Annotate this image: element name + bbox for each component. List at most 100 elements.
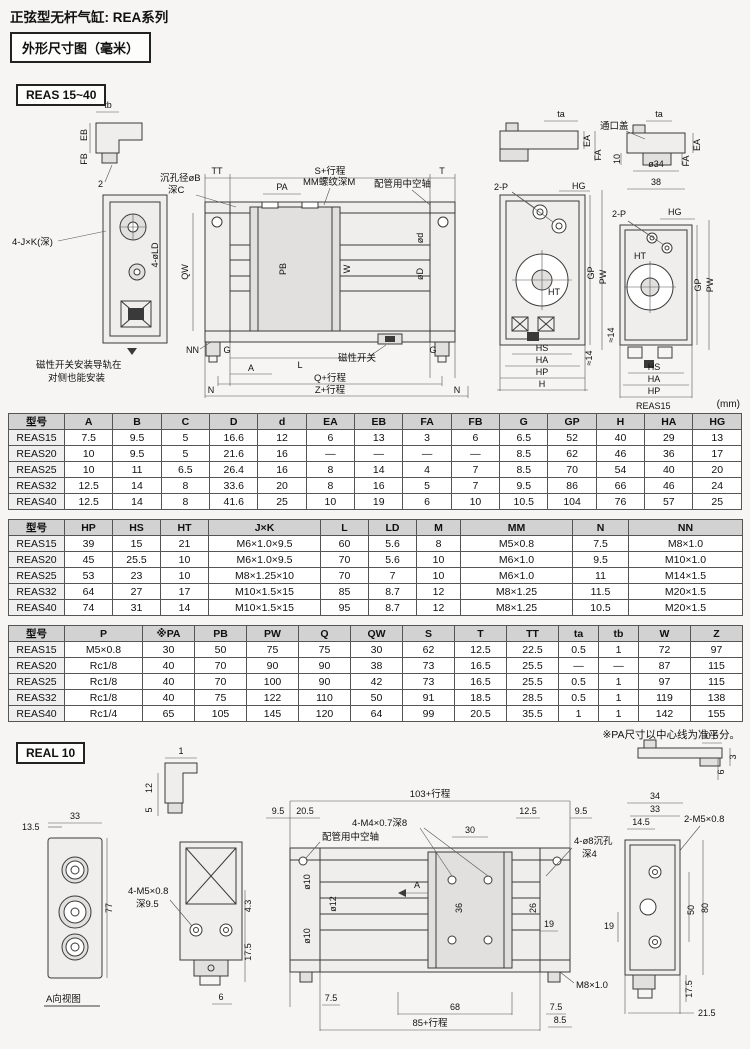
value-cell: 19	[354, 493, 404, 510]
dim-label-g-right: G	[429, 345, 436, 355]
dim-label-175: 17.5	[243, 943, 253, 961]
value-cell: 90	[246, 657, 299, 674]
dim-label-s-stroke: S+行程	[315, 165, 346, 177]
dim-label-pa: PA	[276, 182, 287, 192]
value-cell: 97	[690, 641, 743, 658]
unit-note: (mm)	[716, 399, 740, 410]
value-cell: M14×1.5	[628, 567, 743, 584]
value-cell: 14	[160, 599, 209, 616]
model-cell: REAS40	[8, 705, 65, 722]
value-cell: M10×1.0	[628, 551, 743, 568]
value-cell: 70	[320, 551, 369, 568]
column-header: HA	[644, 413, 694, 430]
value-cell: M8×1.0	[628, 535, 743, 552]
dim-label-h: H	[539, 379, 546, 389]
dim-label-pw: PW	[598, 269, 608, 284]
value-cell: 33.6	[209, 477, 259, 494]
value-cell: 14	[112, 477, 162, 494]
dim-label-qw: QW	[180, 264, 190, 280]
value-cell: Rc1/8	[64, 657, 143, 674]
value-cell: 5	[160, 429, 211, 446]
dim-label-hs: HS	[536, 343, 549, 353]
column-header: PB	[194, 625, 247, 642]
value-cell: 85	[320, 583, 369, 600]
value-cell: 74	[64, 599, 113, 616]
dim-label-33: 33	[70, 811, 80, 821]
value-cell: 4	[402, 461, 452, 478]
value-cell: 21.6	[209, 445, 259, 462]
value-cell: 35.5	[506, 705, 559, 722]
value-cell: 7	[450, 461, 501, 478]
dim-label-125: 12.5	[519, 806, 537, 816]
value-cell: 8	[416, 535, 461, 552]
value-cell: 0.5	[558, 673, 599, 690]
value-cell: 10	[416, 567, 461, 584]
model-cell: REAS15	[8, 641, 65, 658]
value-cell: —	[558, 657, 599, 674]
value-cell: M6×1.0×9.5	[208, 551, 321, 568]
value-cell: —	[450, 445, 501, 462]
column-header: H	[595, 413, 646, 430]
model-cell: REAS15	[8, 535, 65, 552]
label-port-cover: 通口盖	[600, 120, 629, 132]
value-cell: 50	[350, 689, 403, 706]
value-cell: 10	[450, 493, 501, 510]
value-cell: 22.5	[506, 641, 559, 658]
value-cell: 16	[354, 477, 404, 494]
value-cell: 155	[690, 705, 743, 722]
dim-label-w: W	[342, 264, 352, 273]
value-cell: 13	[692, 429, 742, 446]
value-cell: 40	[142, 657, 195, 674]
value-cell: —	[305, 445, 356, 462]
label-m8: M8×1.0	[576, 980, 608, 991]
value-cell: 105	[194, 705, 247, 722]
dim-label-05: 0.5	[706, 731, 719, 741]
column-header: EB	[354, 413, 404, 430]
value-cell: —	[402, 445, 452, 462]
value-cell: 12	[416, 599, 461, 616]
value-cell: 11.5	[572, 583, 629, 600]
value-cell: 5.6	[368, 535, 417, 552]
value-cell: 119	[638, 689, 691, 706]
value-cell: 11	[572, 567, 629, 584]
label-view-arrow-a: A	[414, 880, 420, 890]
section-label-real: REAL 10	[16, 742, 86, 764]
dim-label-19b: 19	[604, 921, 614, 931]
model-cell: REAS40	[8, 493, 65, 510]
value-cell: 99	[402, 705, 455, 722]
label-counterbore-8: 4-ø8沉孔	[574, 836, 613, 847]
value-cell: 1	[558, 705, 599, 722]
value-cell: 16.6	[209, 429, 259, 446]
dim-label-d12: ø12	[328, 896, 338, 912]
value-cell: 13	[354, 429, 404, 446]
value-cell: 75	[298, 641, 351, 658]
dim-label-1: 1	[178, 746, 183, 756]
value-cell: 8	[160, 493, 211, 510]
value-cell: 30	[350, 641, 403, 658]
column-header: EA	[305, 413, 356, 430]
value-cell: M6×1.0	[460, 567, 573, 584]
dim-label-6b: 6	[218, 992, 223, 1002]
dim-label-ht-2: HT	[634, 251, 646, 261]
value-cell: 100	[246, 673, 299, 690]
label-counterbore-8-depth: 深4	[582, 849, 597, 860]
value-cell: M20×1.5	[628, 583, 743, 600]
value-cell: 16.5	[454, 673, 507, 690]
value-cell: 7.5	[63, 429, 114, 446]
value-cell: 8.5	[499, 445, 549, 462]
value-cell: 97	[638, 673, 691, 690]
dim-label-175b: 17.5	[684, 980, 694, 998]
value-cell: 10	[63, 461, 114, 478]
dim-label-hs-2: HS	[648, 362, 661, 372]
value-cell: 27	[112, 583, 161, 600]
page-title: 正弦型无杆气缸: REA系列	[10, 10, 169, 25]
